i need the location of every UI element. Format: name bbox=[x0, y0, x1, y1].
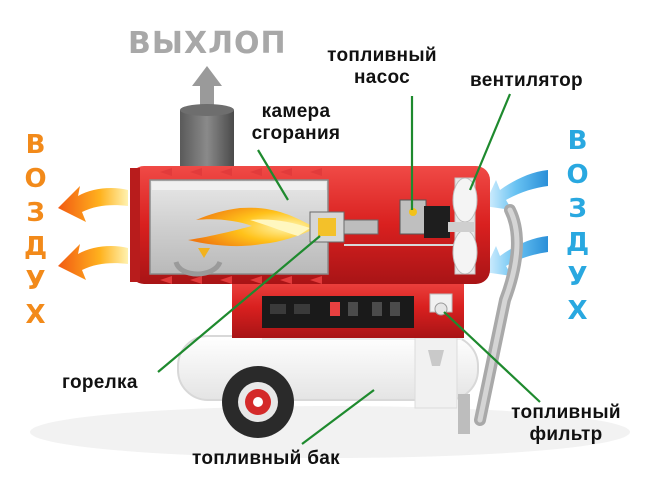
fuel-tank-label: топливный бак bbox=[192, 448, 340, 469]
air-right-letter: Д bbox=[566, 228, 590, 258]
fuel-filter-label-line1: топливный bbox=[511, 402, 621, 423]
handle bbox=[474, 204, 523, 426]
deflector bbox=[173, 248, 223, 277]
combustion-chamber-label-line1: камера bbox=[261, 101, 331, 122]
combustion-chamber-label: камера сгорания bbox=[246, 101, 346, 145]
chimney bbox=[180, 104, 234, 168]
leader-lines bbox=[157, 93, 541, 445]
fuel-filter-label-line2: фильтр bbox=[529, 424, 603, 445]
exhaust-label: ВЫХЛОП bbox=[128, 26, 287, 61]
air-left-letter: З bbox=[26, 198, 45, 228]
air-label-left: В О З Д У Х bbox=[24, 128, 47, 332]
exhaust-arrow bbox=[192, 66, 222, 110]
air-right-letter: В bbox=[567, 126, 588, 156]
fuel-filter-label: топливный фильтр bbox=[504, 402, 628, 446]
burner bbox=[309, 211, 470, 246]
air-right-letter: О bbox=[566, 160, 589, 190]
leader-fuel-tank bbox=[301, 389, 375, 445]
air-left-letter: У bbox=[25, 266, 46, 296]
hot-air-arrows-left bbox=[58, 186, 128, 280]
flame bbox=[188, 207, 312, 247]
air-label-right: В О З Д У Х bbox=[566, 124, 589, 328]
stand-leg bbox=[458, 394, 470, 434]
burner-label: горелка bbox=[62, 372, 138, 393]
leader-combustion bbox=[257, 149, 289, 201]
wheel bbox=[222, 366, 294, 438]
fuel-pump-label-line2: насос bbox=[353, 67, 411, 88]
fan-label: вентилятор bbox=[470, 70, 583, 91]
leader-burner bbox=[157, 235, 321, 373]
leader-fuel-filter bbox=[443, 311, 541, 403]
combustion-chamber-label-line2: сгорания bbox=[251, 123, 341, 144]
air-left-letter: Х bbox=[25, 300, 46, 330]
fuel-pump-label-line1: топливный bbox=[327, 45, 437, 66]
leader-fan bbox=[468, 93, 512, 191]
air-left-letter: В bbox=[25, 130, 46, 160]
chamber-flow-arrows bbox=[160, 168, 322, 284]
air-left-letter: О bbox=[24, 164, 47, 194]
combustion-chamber bbox=[149, 179, 329, 275]
control-panel bbox=[232, 276, 464, 338]
air-left-letter: Д bbox=[24, 232, 48, 262]
air-right-letter: Х bbox=[567, 296, 588, 326]
air-right-letter: З bbox=[568, 194, 587, 224]
air-right-letter: У bbox=[567, 262, 588, 292]
fuel-filter bbox=[429, 293, 453, 316]
fuel-pump-label: топливный насос bbox=[322, 45, 442, 89]
